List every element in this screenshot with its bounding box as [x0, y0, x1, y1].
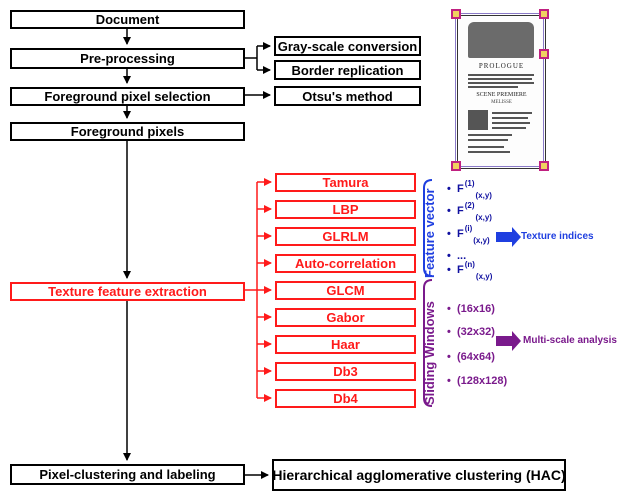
method-db4-box: Db4 [275, 389, 416, 408]
corner-marker-icon [539, 161, 549, 171]
preprocessing-label: Pre-processing [80, 51, 175, 66]
texture-indices-label: Texture indices [521, 231, 594, 242]
method-label: LBP [332, 202, 359, 217]
foreground-selection-label: Foreground pixel selection [44, 89, 211, 104]
document-label: Document [95, 12, 160, 27]
foreground-pixels-box: Foreground pixels [10, 122, 245, 141]
texture-extraction-label: Texture feature extraction [48, 284, 207, 299]
foreground-selection-box: Foreground pixel selection [10, 87, 245, 106]
texture-extraction-box: Texture feature extraction [10, 282, 245, 301]
method-label: GLRLM [322, 229, 369, 244]
foreground-pixels-label: Foreground pixels [70, 124, 185, 139]
corner-marker-icon [451, 9, 461, 19]
border-replication-label: Border replication [291, 62, 404, 78]
hac-box: Hierarchical agglomerative clustering (H… [272, 459, 566, 491]
corner-marker-icon [539, 9, 549, 19]
method-label: Auto-correlation [294, 256, 397, 271]
method-haar-box: Haar [275, 335, 416, 354]
grayscale-box: Gray-scale conversion [274, 36, 421, 56]
method-gabor-box: Gabor [275, 308, 416, 327]
feature-vector-label: Feature vector [422, 188, 437, 278]
feature-item: • F(1)(x,y) [447, 179, 492, 200]
method-label: Gabor [326, 310, 365, 325]
multiscale-arrow-icon [496, 331, 521, 351]
hac-label: Hierarchical agglomerative clustering (H… [272, 467, 566, 483]
feature-item: • ... [447, 250, 467, 262]
border-replication-box: Border replication [274, 60, 421, 80]
method-label: Db4 [333, 391, 358, 406]
document-title: PROLOGUE [478, 62, 525, 70]
clustering-box: Pixel-clustering and labeling [10, 464, 245, 485]
clustering-label: Pixel-clustering and labeling [39, 467, 216, 482]
method-tamura-box: Tamura [275, 173, 416, 192]
corner-marker-icon [539, 49, 549, 59]
document-thumbnail: PROLOGUE SCENE PREMIERE MELISSE [451, 9, 550, 173]
window-item: • (64x64) [447, 351, 495, 363]
method-label: GLCM [326, 283, 365, 298]
document-heading: SCENE PREMIERE [476, 92, 527, 98]
method-autocorrelation-box: Auto-correlation [275, 254, 416, 273]
otsu-label: Otsu's method [302, 88, 393, 104]
multiscale-label: Multi-scale analysis [523, 335, 617, 346]
feature-item: • F(n)(x,y) [447, 260, 493, 281]
selection-frame [455, 13, 544, 167]
window-item: • (128x128) [447, 375, 508, 387]
document-page: PROLOGUE SCENE PREMIERE MELISSE [457, 15, 546, 169]
preprocessing-box: Pre-processing [10, 48, 245, 69]
sliding-windows-label: Sliding Windows [422, 301, 437, 405]
window-item: • (16x16) [447, 303, 495, 315]
document-subheading: MELISSE [491, 100, 512, 105]
otsu-box: Otsu's method [274, 86, 421, 106]
method-lbp-box: LBP [275, 200, 416, 219]
document-ornament [468, 22, 534, 58]
document-initial [468, 110, 488, 130]
feature-item: • F(i)(x,y) [447, 224, 490, 245]
grayscale-label: Gray-scale conversion [277, 38, 418, 54]
feature-bracket-icon [423, 179, 433, 277]
method-label: Db3 [333, 364, 358, 379]
method-db3-box: Db3 [275, 362, 416, 381]
document-box: Document [10, 10, 245, 29]
method-glrlm-box: GLRLM [275, 227, 416, 246]
window-item: • (32x32) [447, 326, 495, 338]
texture-indices-arrow-icon [496, 227, 521, 247]
method-label: Tamura [322, 175, 369, 190]
method-glcm-box: GLCM [275, 281, 416, 300]
feature-item: • F(2)(x,y) [447, 201, 492, 222]
windows-bracket-icon [423, 279, 433, 407]
corner-marker-icon [451, 161, 461, 171]
method-label: Haar [331, 337, 360, 352]
